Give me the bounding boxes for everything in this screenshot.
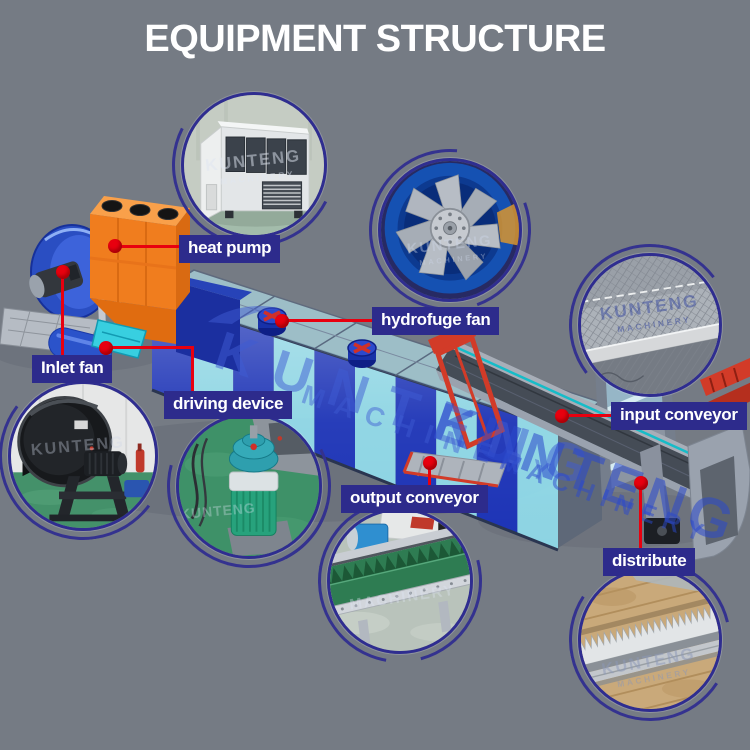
callout-label-output-conveyor: output conveyor — [341, 485, 488, 513]
hydrofuge-fan-photo-circle: KUNTENG MACHINERY — [378, 158, 522, 302]
inlet-fan-photo: KUNTENG — [11, 384, 155, 528]
connector-line-driving-device — [106, 346, 194, 349]
callout-label-hydrofuge-fan: hydrofuge fan — [372, 307, 500, 335]
connector-line-input-conveyor — [562, 414, 611, 417]
connector-line-heat-pump — [115, 245, 182, 248]
callout-label-inlet-fan: Inlet fan — [32, 355, 113, 383]
distribute-photo-circle: KUNTENG MACHINERY — [578, 568, 722, 712]
connector-line-hydrofuge-fan — [282, 319, 372, 322]
output-conveyor-photo-circle: MACHINERY — [327, 508, 473, 654]
input-conveyor-ramp — [436, 336, 750, 561]
marker-dot-hydrofuge-fan — [275, 314, 289, 328]
photo-watermark: KUNTENG — [179, 500, 256, 523]
connector-line-output-conveyor — [428, 463, 431, 487]
callout-label-distribute: distribute — [603, 548, 696, 576]
heat-pump-photo: KUNTENG MACHINERY — [184, 95, 324, 235]
callout-label-driving-device: driving device — [164, 391, 293, 419]
connector-line-distribute — [639, 483, 642, 550]
distribute-photo: KUNTENG MACHINERY — [581, 571, 719, 709]
marker-dot-heat-pump — [108, 239, 122, 253]
callout-label-heat-pump: heat pump — [179, 235, 281, 263]
feed-hopper — [89, 196, 190, 344]
driving-device-photo-circle: KUNTENG — [176, 413, 322, 559]
page-title: EQUIPMENT STRUCTURE — [144, 18, 606, 60]
marker-dot-input-conveyor — [555, 409, 569, 423]
input-conveyor-photo-circle: KUNTENG MACHINERY — [578, 253, 722, 397]
hydrofuge-fan-photo: KUNTENG MACHINERY — [381, 161, 519, 299]
red-frames — [428, 322, 750, 450]
driving-device-photo: KUNTENG — [179, 416, 319, 556]
marker-dot-inlet-fan — [56, 265, 70, 279]
heat-pump-photo-circle: KUNTENG MACHINERY — [181, 92, 327, 238]
marker-dot-output-conveyor — [423, 456, 437, 470]
output-conveyor-photo: MACHINERY — [330, 511, 470, 651]
callout-label-input-conveyor: input conveyor — [611, 402, 747, 430]
input-conveyor-photo: KUNTENG MACHINERY — [581, 256, 719, 394]
connector-line-inlet-fan — [61, 272, 64, 357]
inlet-fan-photo-circle: KUNTENG — [8, 381, 158, 531]
connector-line-driving-device — [191, 347, 194, 393]
marker-dot-driving-device — [99, 341, 113, 355]
marker-dot-distribute — [634, 476, 648, 490]
